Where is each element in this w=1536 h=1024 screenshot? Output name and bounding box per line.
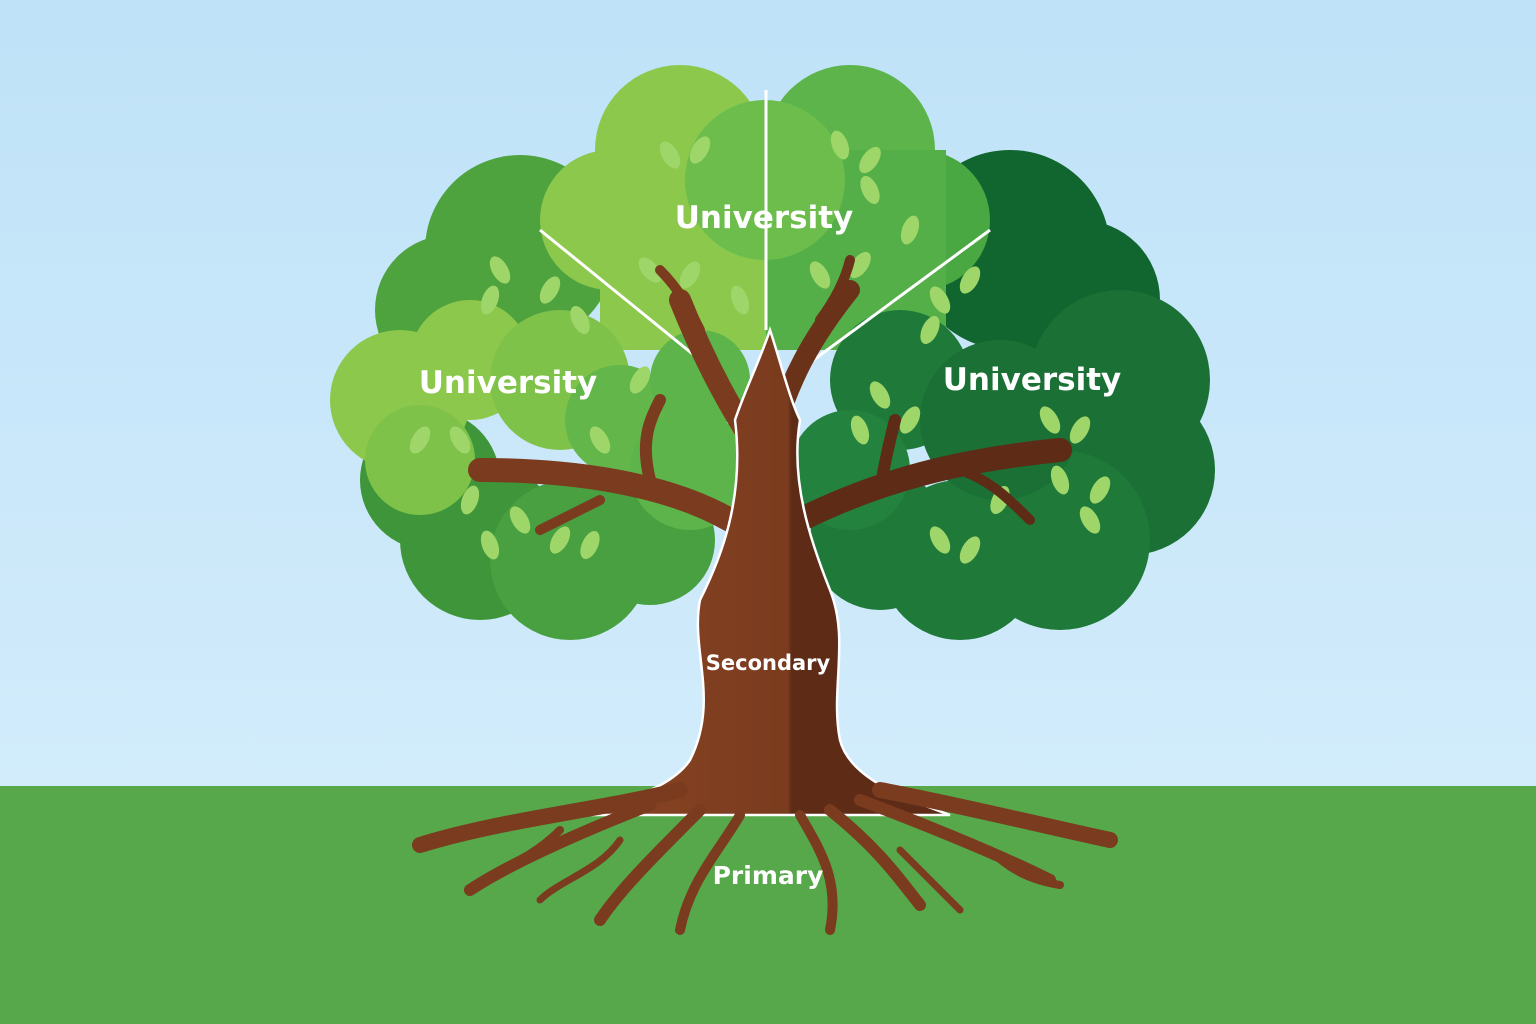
leaf-icon — [929, 526, 951, 554]
leaf-icon — [679, 261, 701, 289]
tree-crown — [330, 65, 1215, 640]
leaf-icon — [1069, 416, 1091, 444]
leaf-icon — [869, 381, 891, 409]
leaf-icon — [689, 136, 711, 164]
crown-divider-lines — [539, 90, 991, 372]
ground — [0, 786, 1536, 1024]
crown-top — [540, 65, 990, 350]
leaf-icon — [809, 261, 831, 289]
leaf-icon — [570, 305, 590, 335]
label-crown-right: University — [943, 362, 1122, 398]
leaf-icon — [730, 285, 750, 315]
leaf-icon — [638, 257, 662, 283]
label-roots: Primary — [713, 861, 824, 890]
leaf-icon — [629, 366, 651, 394]
leaf-icon — [449, 426, 471, 454]
leaf-icon — [849, 251, 871, 279]
leaf-icon — [850, 415, 870, 445]
leaf-icon — [539, 276, 561, 304]
leaf-icon — [580, 530, 600, 560]
leaf-icon — [920, 315, 940, 345]
label-crown-left: University — [419, 365, 598, 401]
leaf-icon — [1079, 506, 1101, 534]
leaf-icon — [1050, 465, 1070, 495]
leaf-icon — [549, 526, 571, 554]
leaf-icon — [1039, 406, 1061, 434]
leaf-icon — [1089, 476, 1111, 504]
leaf-icon — [589, 426, 611, 454]
leaf-icon — [509, 506, 531, 534]
leaf-icon — [899, 406, 921, 434]
leaf-icon — [860, 175, 880, 205]
tree-roots — [412, 782, 1118, 935]
leaf-decorations — [409, 130, 1111, 564]
leaf-icon — [480, 530, 500, 560]
leaf-icon — [489, 256, 511, 284]
leaf-icon — [900, 215, 920, 245]
leaf-icon — [460, 485, 480, 515]
leaf-icon — [659, 141, 681, 169]
leaf-icon — [959, 536, 981, 564]
leaf-icon — [830, 130, 850, 160]
leaf-icon — [859, 146, 881, 174]
label-crown-top: University — [675, 200, 854, 236]
leaf-icon — [480, 285, 500, 315]
leaf-icon — [409, 426, 431, 454]
leaf-icon — [929, 286, 951, 314]
tree-trunk — [589, 326, 951, 817]
leaf-icon — [959, 266, 981, 294]
label-trunk: Secondary — [706, 651, 831, 675]
